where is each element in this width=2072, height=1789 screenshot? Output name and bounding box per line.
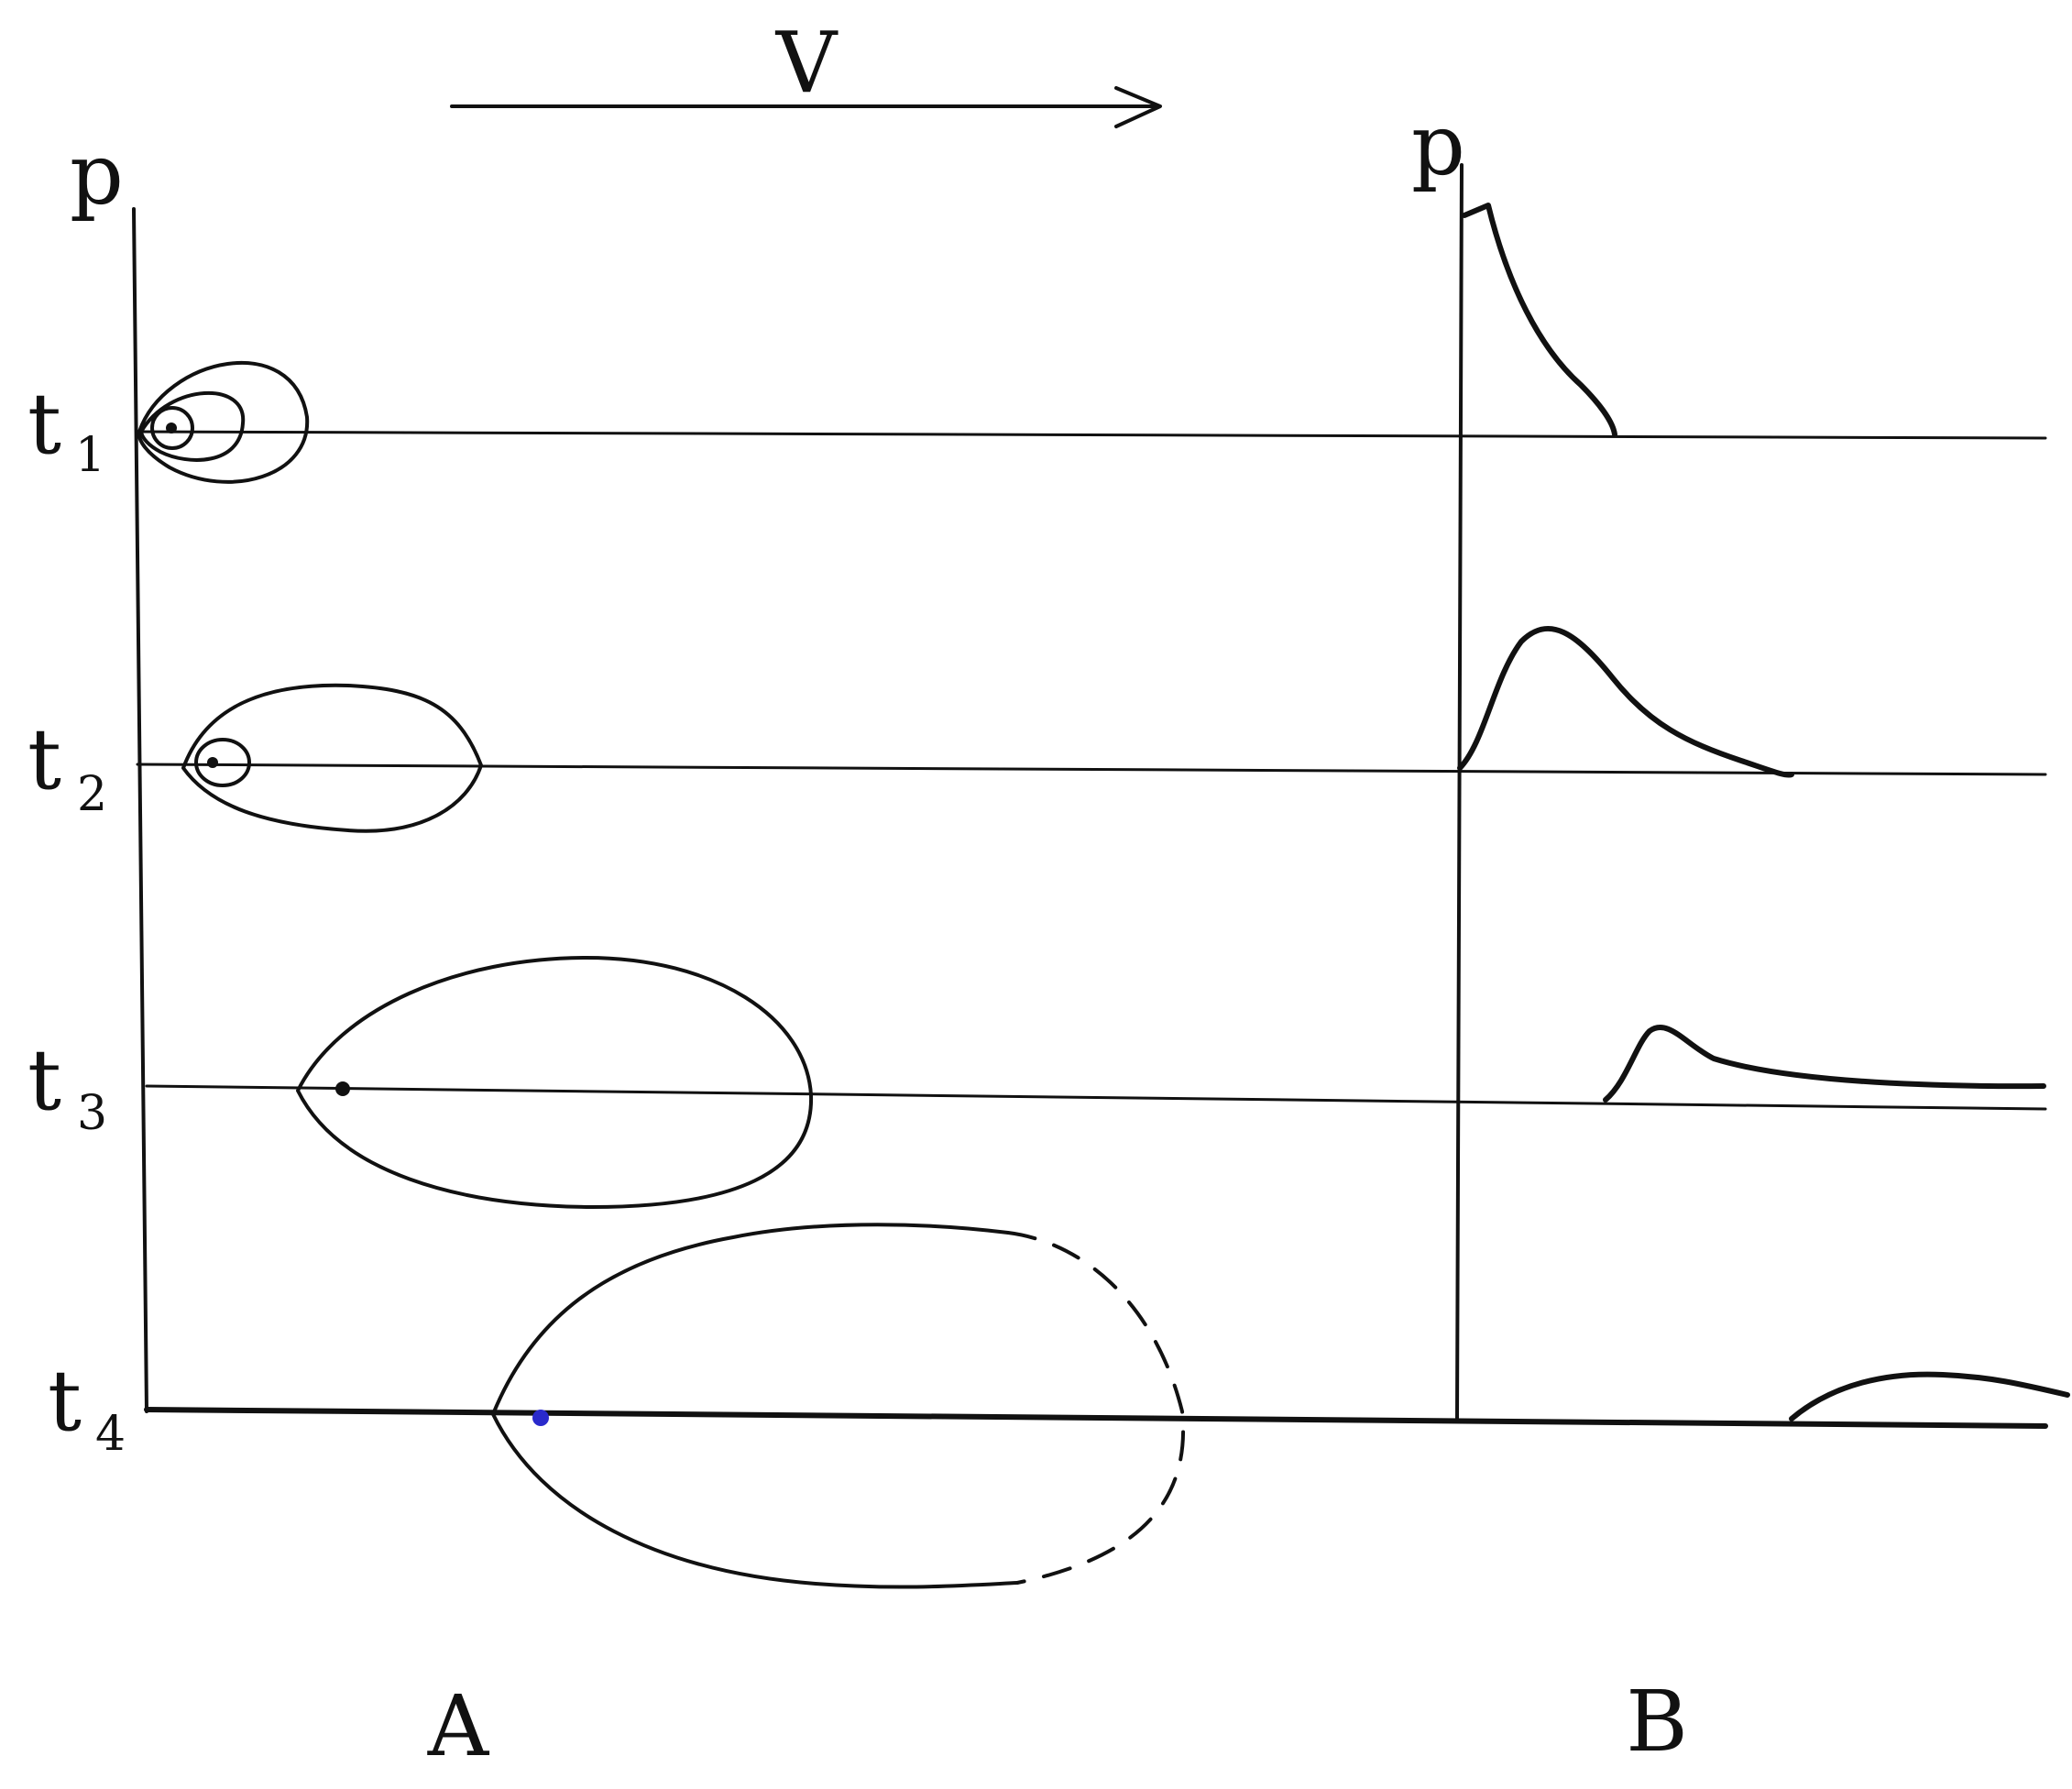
row-t3: t 3 — [27, 956, 2047, 1210]
row-t4: t 4 — [48, 1223, 2048, 1589]
contour-t2-inner — [194, 738, 251, 787]
panel-b: p B — [1411, 96, 2070, 1771]
row-index-t1: 1 — [75, 428, 105, 483]
panel-a-p-axis — [132, 207, 148, 1413]
panel-a-axis-label: p — [70, 126, 124, 224]
panel-a: p t 1 t 2 t 3 — [27, 126, 2048, 1775]
velocity-arrow-head — [1114, 86, 1162, 128]
row-index-t2: 2 — [77, 767, 107, 822]
velocity-indicator: V — [450, 14, 1162, 128]
contour-t2-outer — [181, 683, 483, 833]
row-label-t3: t — [27, 1031, 61, 1129]
baseline-t2 — [136, 763, 2047, 776]
contour-t1-middle — [139, 391, 246, 462]
pressure-curve-t3 — [1603, 1024, 2046, 1103]
row-label-t2: t — [27, 710, 61, 808]
pressure-curve-t1 — [1462, 203, 1617, 437]
baseline-t4 — [144, 1407, 2048, 1429]
panel-b-p-axis — [1455, 163, 1464, 1421]
baseline-t3 — [145, 1084, 2047, 1111]
contour-t1-outer — [137, 360, 310, 484]
source-point-t1 — [166, 423, 177, 434]
row-index-t4: 4 — [95, 1407, 126, 1462]
panel-a-label: A — [427, 1677, 490, 1775]
velocity-label: V — [775, 14, 839, 112]
contour-t3 — [296, 956, 814, 1210]
pressure-curve-t2 — [1457, 625, 1794, 778]
source-point-t2 — [207, 757, 218, 768]
contour-t4-solid — [491, 1223, 1019, 1589]
row-index-t3: 3 — [77, 1086, 107, 1141]
contour-t4-dashed — [1006, 1231, 1186, 1585]
panel-b-label: B — [1626, 1673, 1688, 1771]
contour-t1-inner — [150, 406, 194, 450]
source-point-t4 — [532, 1410, 549, 1426]
pressure-curve-t4 — [1789, 1371, 2070, 1421]
row-t2: t 2 — [27, 683, 2047, 833]
row-label-t1: t — [27, 375, 61, 473]
panel-b-axis-label: p — [1411, 96, 1465, 194]
row-label-t4: t — [48, 1352, 82, 1450]
baseline-t1 — [136, 430, 2047, 440]
row-t1: t 1 — [27, 360, 2047, 484]
source-point-t3 — [335, 1081, 350, 1096]
